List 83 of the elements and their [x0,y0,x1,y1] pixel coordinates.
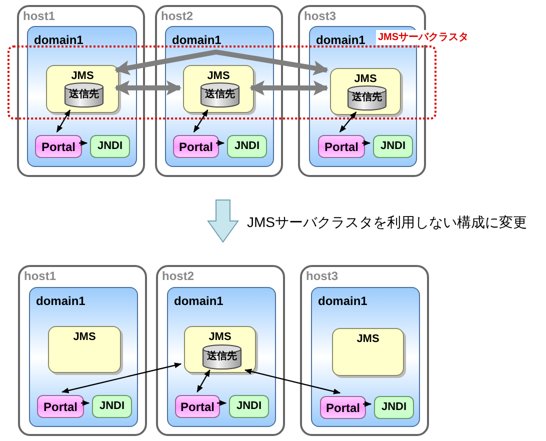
host-label: host2 [162,268,194,285]
arrow [217,400,227,406]
arrow [114,49,328,76]
portal-box [35,135,82,158]
jms-box [332,328,404,376]
jndi-label: JNDI [98,399,126,414]
jndi-box [92,395,132,418]
jms-box [48,326,121,373]
arrow [62,362,182,394]
jndi-label: JNDI [96,139,124,154]
arrow [81,400,90,406]
destination-label: 送信先 [68,90,100,100]
host-box [155,5,283,177]
jndi-label: JNDI [380,400,408,416]
arrow [244,368,341,394]
domain-label: domain1 [172,32,222,49]
portal-label: Portal [42,398,78,416]
domain-label: domain1 [316,32,366,49]
domain-label: domain1 [174,293,224,310]
arrow [362,140,371,146]
domain-box [27,26,137,167]
jndi-box [229,395,269,418]
host-box [17,5,145,177]
domain-box [165,26,274,167]
portal-label: Portal [324,400,361,416]
host-label: host2 [161,8,194,25]
portal-label: Portal [323,138,360,156]
jndi-box [373,135,413,158]
domain-label: domain1 [318,293,368,310]
jndi-label: JNDI [235,399,263,414]
domain-box [29,287,138,427]
host-box [300,265,429,436]
domain-box [167,287,276,427]
jms-label: JMS [70,69,95,84]
jndi-box [227,135,267,158]
arrow [339,111,357,133]
jms-label: JMS [206,69,231,84]
jms-label: JMS [72,330,97,345]
arrow [216,140,225,146]
host-label: host3 [304,8,336,25]
portal-box [175,395,220,418]
portal-box [37,395,84,418]
destination-label: 送信先 [206,352,238,362]
destination-cylinder [347,85,387,111]
host-label: host3 [306,268,338,285]
destination-cylinder [200,82,240,108]
destination-label: 送信先 [204,90,236,100]
jndi-box [90,135,130,158]
portal-box [173,135,219,158]
arrow [193,109,208,133]
destination-cylinder [202,344,242,370]
jms-box [183,65,254,113]
jms-box [184,326,256,373]
destination-label: 送信先 [351,93,383,103]
jms-label: JMS [356,332,380,347]
portal-box [320,396,366,419]
arrow [196,369,210,393]
jms-box [330,68,401,115]
jndi-label: JNDI [379,139,407,154]
host-label: host1 [24,268,56,285]
domain-label: domain1 [34,32,84,49]
portal-label: Portal [40,138,76,156]
jms-label: JMS [353,72,378,87]
change-note: JMSサーバクラスタを利用しない構成に変更 [247,213,527,232]
arrow [114,80,182,96]
host-box [18,265,147,436]
portal-box [318,135,365,158]
portal-label: Portal [179,398,216,416]
jms-label: JMS [208,330,232,345]
jndi-box [374,396,414,419]
portal-label: Portal [178,138,214,156]
jndi-label: JNDI [233,139,261,154]
domain-box [309,26,417,167]
host-label: host1 [23,8,56,25]
arrow [56,109,71,133]
arrow [79,140,88,146]
arrow [363,401,372,407]
jms-box [46,65,119,113]
arrow [250,80,328,96]
domain-label: domain1 [36,293,86,310]
host-box [156,265,285,436]
destination-cylinder [64,82,104,108]
domain-box [311,287,420,427]
